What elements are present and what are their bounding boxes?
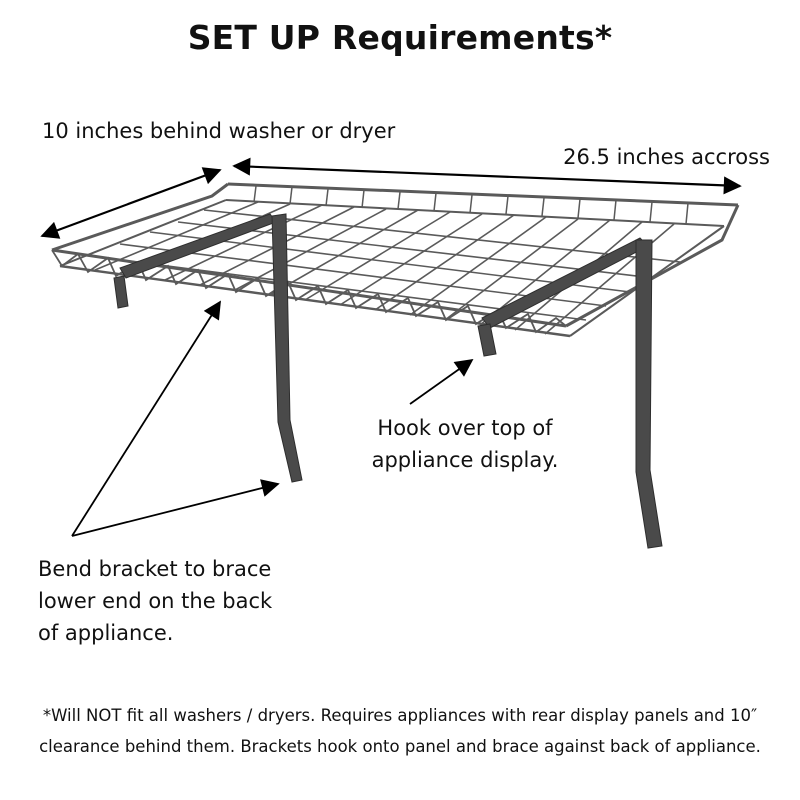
hook-callout-line-2: appliance display. bbox=[371, 448, 559, 472]
hook-callout-line-1: Hook over top of bbox=[377, 416, 553, 440]
bend-callout-line-2: lower end on the back bbox=[38, 589, 273, 613]
hook-callout: Hook over top of appliance display. bbox=[360, 412, 570, 476]
page-title: SET UP Requirements* bbox=[187, 18, 613, 57]
bend-callout-line-1: Bend bracket to brace bbox=[38, 557, 272, 581]
right-bracket-illustration bbox=[477, 237, 663, 549]
depth-double-arrow-icon bbox=[40, 167, 222, 239]
bend-pointer-arrow-lower-icon bbox=[71, 479, 280, 537]
footnote: *Will NOT fit all washers / dryers. Requ… bbox=[10, 700, 790, 762]
bend-callout-line-3: of appliance. bbox=[38, 621, 174, 645]
depth-label: 10 inches behind washer or dryer bbox=[42, 119, 396, 143]
left-bracket-illustration bbox=[113, 213, 303, 483]
hook-pointer-arrow-icon bbox=[409, 358, 474, 405]
bend-pointer-arrow-upper-icon bbox=[71, 300, 221, 537]
bend-callout: Bend bracket to brace lower end on the b… bbox=[38, 553, 272, 649]
footnote-line-1: *Will NOT fit all washers / dryers. Requ… bbox=[42, 706, 758, 725]
width-double-arrow-icon bbox=[232, 157, 742, 195]
footnote-line-2: clearance behind them. Brackets hook ont… bbox=[39, 737, 761, 756]
